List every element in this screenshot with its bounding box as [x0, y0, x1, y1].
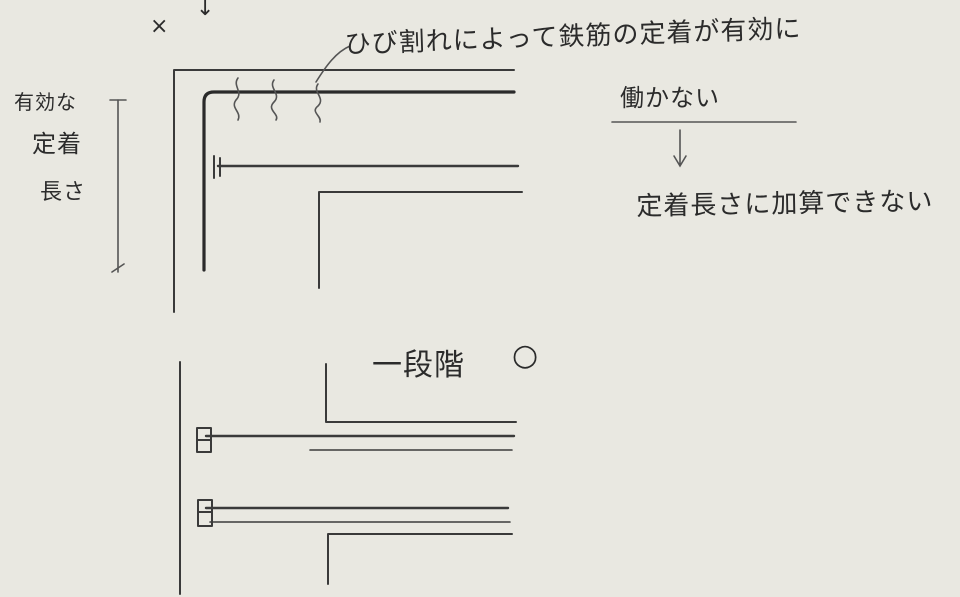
outer-concrete-edge: [173, 69, 515, 313]
step-edge-upper: [325, 363, 517, 423]
crack-line-1: [233, 77, 240, 121]
dimension-ticks: [109, 99, 127, 273]
effective-label-line1: 有効な: [14, 90, 77, 114]
crack-line-3: [314, 83, 322, 123]
effective-label-line2: 定着: [32, 130, 82, 158]
inner-concrete-edge-top: [318, 191, 523, 289]
anchor-plate-top: [213, 155, 221, 179]
step-edge-lower: [327, 533, 513, 585]
circle-mark: ○: [512, 338, 540, 373]
down-arrow-mark: ↓: [196, 0, 216, 21]
bent-main-rebar: [202, 90, 516, 272]
x-mark: ×: [150, 14, 170, 39]
effective-label-line3: 長さ: [40, 180, 87, 205]
anchor-plate-lower-1: [196, 427, 212, 453]
step-label: 一段階: [372, 348, 465, 383]
note-arrow: [673, 129, 687, 168]
crack-note-continued: 働かない: [620, 84, 720, 112]
anchor-plate-lower-2: [197, 499, 213, 527]
crack-line-2: [270, 79, 278, 121]
result-note: 定着長さに加算できない: [636, 186, 934, 222]
crack-leader-line: [315, 45, 351, 83]
